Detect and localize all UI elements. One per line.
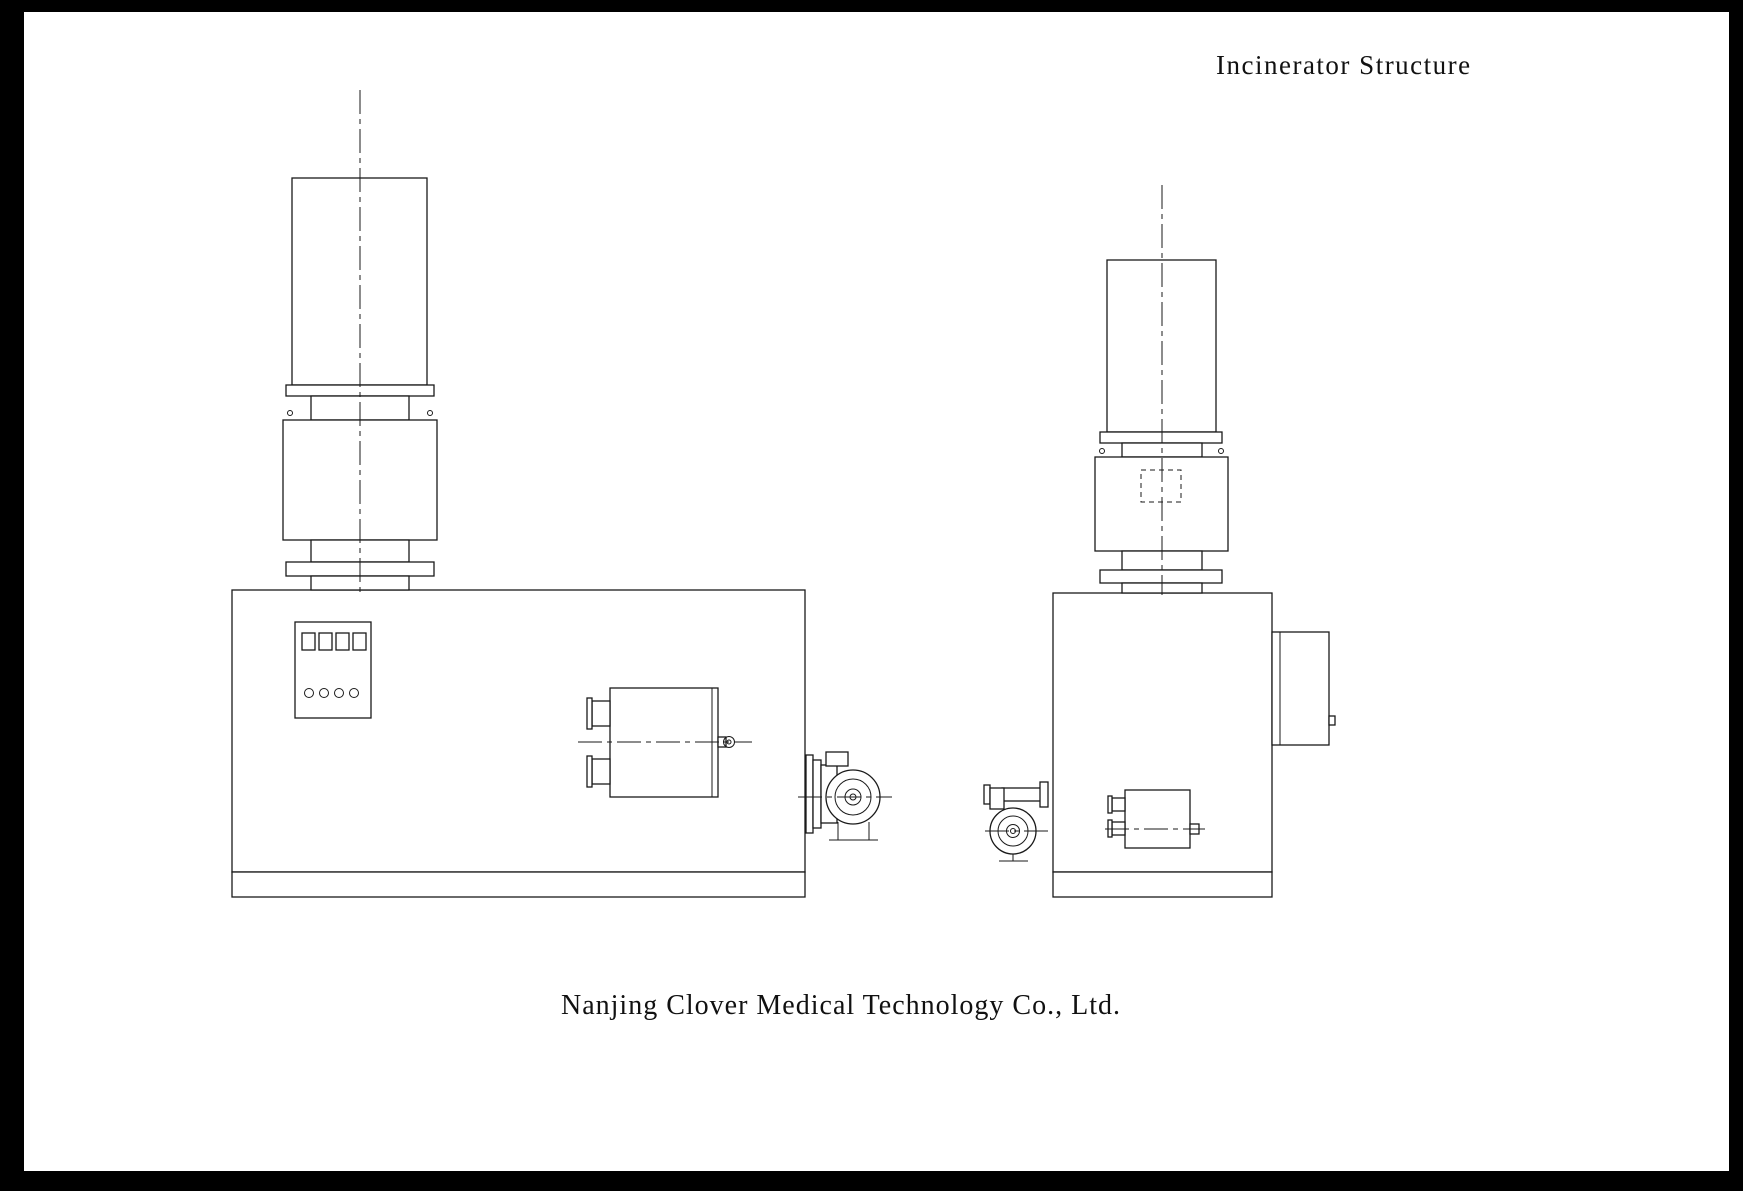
fan-flange <box>805 754 814 834</box>
burner-body <box>1124 789 1191 849</box>
door-panel <box>1271 631 1330 746</box>
fan-elbow <box>989 787 1005 810</box>
main-chamber-base <box>231 871 806 898</box>
fan-flange <box>812 759 822 829</box>
fan-pipe-flange <box>983 784 991 805</box>
burner-port-flange <box>1107 795 1113 814</box>
door-handle <box>1328 715 1336 726</box>
access-door <box>1271 631 1336 746</box>
burner-port <box>591 758 611 785</box>
control-panel <box>294 621 372 719</box>
stack-flange-top <box>1099 431 1223 444</box>
flange-bolt <box>287 410 293 416</box>
main-chamber-base <box>1052 871 1273 898</box>
burner <box>1105 789 1205 849</box>
panel-switch <box>335 632 350 651</box>
flange-bolt <box>1099 448 1105 454</box>
burner-port <box>1111 797 1126 812</box>
draft-fan <box>983 781 1049 862</box>
company-name: Nanjing Clover Medical Technology Co., L… <box>561 990 1121 1021</box>
fan-motor-box <box>825 751 849 767</box>
indicator-light <box>334 688 344 698</box>
flange-bolt <box>1218 448 1224 454</box>
burner-port-flange <box>586 755 593 788</box>
indicator-light <box>319 688 329 698</box>
burner-port <box>591 700 611 727</box>
draft-fan <box>798 751 892 841</box>
indicator-light <box>349 688 359 698</box>
indicator-light <box>304 688 314 698</box>
flange-bolt <box>427 410 433 416</box>
fan-duct <box>1001 787 1045 802</box>
panel-switch <box>352 632 367 651</box>
fan-flange <box>1039 781 1049 808</box>
page-title: Incinerator Structure <box>1216 50 1472 80</box>
front-view <box>231 90 892 898</box>
control-panel-box <box>294 621 372 719</box>
burner <box>578 687 752 798</box>
side-view <box>983 185 1336 898</box>
panel-switch <box>318 632 333 651</box>
burner-port-flange <box>586 697 593 730</box>
stack-flange-bottom <box>1099 569 1223 584</box>
inspection-port-hidden <box>1140 469 1182 503</box>
panel-switch <box>301 632 316 651</box>
